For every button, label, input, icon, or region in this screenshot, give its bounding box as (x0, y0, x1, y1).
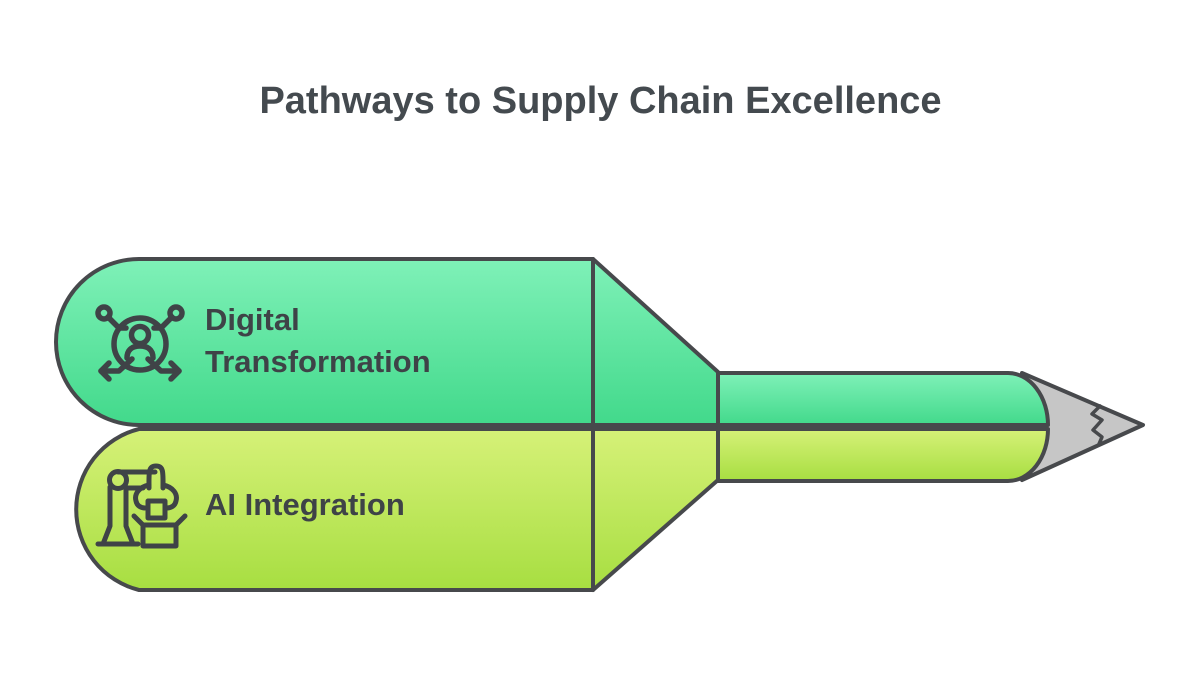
banner-label-ai-integration: AI Integration (205, 484, 405, 526)
page-title: Pathways to Supply Chain Excellence (259, 80, 942, 122)
label-line: AI Integration (205, 487, 405, 522)
banner-digital-transformation-taper (591, 257, 720, 427)
icon-group (95, 304, 188, 549)
banner-ai-integration-taper (591, 427, 720, 592)
label-line: Transformation (205, 344, 431, 379)
label-line: Digital (205, 302, 300, 337)
robot-arm-icon (95, 463, 188, 549)
banner-digital-transformation-shaft (716, 371, 1050, 427)
banner-ai-integration-body (74, 427, 595, 592)
pencil-wood-zigzag (1090, 404, 1104, 446)
banner-ai-integration-shaft (716, 427, 1050, 483)
banner-digital-transformation-body (54, 257, 595, 427)
person-network-icon (95, 304, 185, 382)
banner-label-digital-transformation: Digital Transformation (205, 299, 431, 383)
pencil-shape-group (54, 257, 1145, 592)
